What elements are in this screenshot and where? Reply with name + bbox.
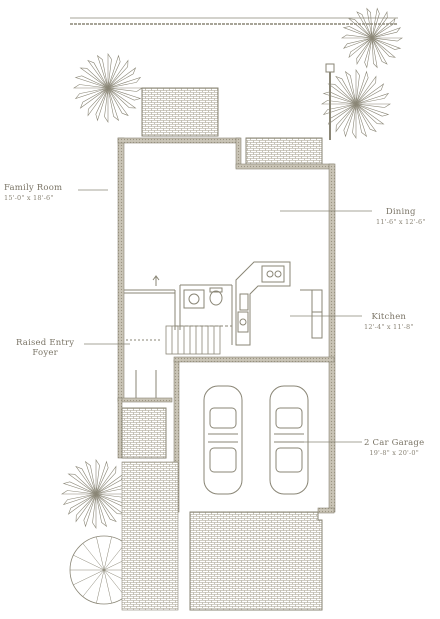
tree-top-left-icon bbox=[73, 53, 143, 123]
driveway bbox=[189, 511, 323, 611]
exterior-walls bbox=[117, 137, 336, 514]
patio-top-right bbox=[245, 137, 323, 165]
walkway bbox=[121, 461, 179, 611]
kitchen-counters bbox=[235, 261, 323, 346]
family-room-name: Family Room bbox=[4, 183, 63, 193]
patio-top-left bbox=[141, 87, 219, 137]
interior-walls bbox=[124, 275, 322, 345]
family-room-dims: 15'-0" x 18'-6" bbox=[4, 194, 54, 202]
stairs bbox=[165, 325, 221, 355]
dining-label: Dining 11'-6" x 12'-6" bbox=[376, 207, 426, 227]
entry-details bbox=[126, 339, 160, 398]
foyer-name-line2: Foyer bbox=[32, 348, 58, 358]
garage-label: 2 Car Garage 19'-8" x 20'-0" bbox=[364, 438, 424, 458]
kitchen-name: Kitchen bbox=[371, 312, 407, 322]
kitchen-dims: 12'-4" x 11'-8" bbox=[364, 323, 414, 331]
tree-top-right-icon bbox=[341, 7, 403, 69]
lamp-post-icon bbox=[325, 63, 335, 140]
tree-right-icon bbox=[321, 69, 391, 139]
label-leaders bbox=[78, 189, 372, 443]
garage-dims: 19'-8" x 20'-0" bbox=[369, 449, 419, 457]
tree-bottom-left-icon bbox=[61, 459, 131, 529]
car-right-icon bbox=[269, 385, 309, 495]
kitchen-label: Kitchen 12'-4" x 11'-8" bbox=[364, 312, 414, 332]
entry-porch bbox=[121, 407, 167, 459]
garage-name: 2 Car Garage bbox=[364, 438, 425, 448]
powder-room-fixtures bbox=[183, 287, 223, 309]
foyer-label: Raised Entry Foyer bbox=[16, 338, 74, 358]
family-room-label: Family Room 15'-0" x 18'-6" bbox=[4, 183, 62, 203]
property-line bbox=[70, 17, 398, 25]
foyer-name-line1: Raised Entry bbox=[16, 338, 75, 348]
dining-name: Dining bbox=[385, 207, 416, 217]
car-left-icon bbox=[203, 385, 243, 495]
dining-dims: 11'-6" x 12'-6" bbox=[376, 218, 426, 226]
